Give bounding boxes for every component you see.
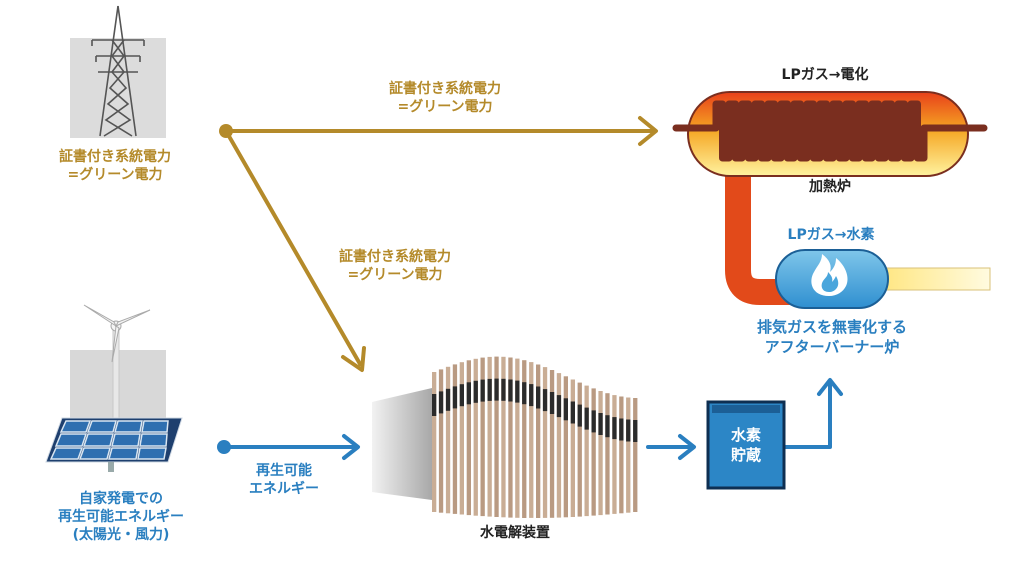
renewable-source-label-line3: (太陽光・風力)	[72, 527, 170, 544]
electrolyzer-fin-band	[605, 415, 610, 438]
arrow-top-label-line2: =グリーン電力	[397, 99, 493, 116]
arrow-top-label-line1: 証書付き系統電力	[389, 81, 501, 97]
electrolyzer-fin	[563, 376, 568, 518]
electrolyzer-fin-band	[584, 407, 589, 430]
electrolyzer-fin-band	[577, 404, 582, 427]
electrolyzer-label: 水電解装置	[480, 525, 550, 541]
electrolyzer-fin	[598, 391, 603, 516]
electrolyzer-fin-band	[452, 386, 458, 409]
burner-top-label: LPガス→水素	[787, 227, 875, 243]
electrolyzer-fin	[591, 388, 596, 516]
solar-panel-icon	[45, 417, 183, 472]
arrow-renewable-label-line1: 再生可能	[256, 463, 312, 479]
grid-power-arrows	[219, 116, 658, 372]
flame-icon	[811, 254, 848, 296]
electrolyzer-fin-band	[556, 395, 562, 418]
electrolyzer-fin-band	[522, 382, 527, 405]
electrolyzer-fin	[515, 358, 520, 518]
burner-label-line2: アフターバーナー炉	[764, 337, 900, 356]
electrolyzer-fin-band	[612, 417, 617, 440]
electrolyzer-fin	[612, 395, 617, 514]
electrolyzer-fin-band	[438, 391, 444, 414]
electrolyzer-fin	[577, 382, 582, 517]
electrolyzer-fin	[466, 360, 471, 516]
afterburner-icon	[775, 249, 889, 309]
storage-label: 水素 貯蔵	[708, 426, 784, 465]
electrolyzer-fin	[633, 398, 638, 512]
arrow-renewable-label-line2: エネルギー	[249, 481, 319, 498]
renewable-arrows	[217, 378, 843, 460]
electrolyzer-fin-band	[445, 388, 451, 411]
electrolyzer-fin-band	[466, 382, 471, 405]
arrow-diag-label-line1: 証書付き系統電力	[339, 249, 451, 265]
electrolyzer-fin-band	[487, 378, 492, 401]
electrolyzer-fin	[508, 357, 513, 518]
burner-label: 排気ガスを無害化する アフターバーナー炉	[722, 318, 942, 357]
electrolyzer-fin-band	[515, 380, 520, 403]
electrolyzer-fin	[432, 372, 437, 512]
electrolyzer-fin-band	[529, 384, 534, 407]
electrolyzer-fin-band	[626, 419, 631, 442]
electrolyzer-fin	[570, 379, 575, 517]
arrow-diag-label-line2: =グリーン電力	[347, 267, 443, 284]
electrolyzer-fin	[605, 393, 610, 515]
electrolyzer-fin-band	[508, 379, 513, 402]
electrolyzer-fin-band	[536, 386, 541, 409]
electrolyzer-fin-band	[432, 394, 437, 416]
hydrogen-storage-box	[706, 400, 786, 490]
electrolyzer-fin	[536, 364, 541, 518]
electrolyzer-fin	[542, 367, 548, 518]
electrolyzer-fin	[584, 385, 589, 517]
storage-label-line2: 貯蔵	[730, 445, 761, 464]
electrolyzer-fin	[438, 369, 444, 513]
electrolyzer-fin-band	[480, 379, 485, 402]
electrolyzer-fin	[480, 357, 485, 517]
electrolyzer-fin-band	[459, 384, 464, 407]
electrolyzer-fin-band	[494, 378, 499, 401]
electrolyzer-icon	[372, 356, 638, 518]
electrolyzer-fin	[452, 364, 458, 514]
transmission-tower-icon	[70, 5, 166, 138]
exhaust-pipe	[879, 267, 991, 291]
grid-power-label: 証書付き系統電力 =グリーン電力	[30, 148, 200, 184]
electrolyzer-fin	[459, 362, 464, 515]
electrolyzer-fin	[549, 370, 555, 518]
electrolyzer-fin-band	[563, 398, 568, 421]
heating-furnace-icon	[672, 91, 988, 177]
electrolyzer-fin-band	[501, 378, 506, 401]
electrolyzer-fin	[626, 397, 631, 513]
hot-pipe	[725, 168, 790, 305]
furnace-name-label: 加熱炉	[809, 179, 851, 195]
grid-power-label-line2: =グリーン電力	[67, 167, 163, 184]
renewable-source-label: 自家発電での 再生可能エネルギー (太陽光・風力)	[26, 490, 216, 545]
arrow-diag-label: 証書付き系統電力 =グリーン電力	[310, 248, 480, 284]
electrolyzer-fin-band	[633, 420, 638, 442]
electrolyzer-fin	[473, 358, 478, 516]
electrolyzer-fin-band	[591, 410, 596, 433]
electrolyzer-fin-band	[598, 413, 603, 435]
electrolyzer-fin	[529, 362, 534, 518]
electrolyzer-fin	[619, 396, 624, 514]
electrolyzer-fin-band	[570, 401, 575, 424]
electrolyzer-fin	[556, 373, 562, 518]
storage-label-line1: 水素	[730, 426, 761, 444]
grid-power-label-line1: 証書付き系統電力	[59, 149, 171, 165]
renewable-source-label-line1: 自家発電での	[79, 491, 163, 507]
electrolyzer-fin	[494, 356, 499, 517]
electrolyzer-fin	[487, 356, 492, 517]
electrolyzer-fin	[522, 360, 527, 518]
burner-label-line1: 排気ガスを無害化する	[756, 318, 907, 336]
arrow-top-label: 証書付き系統電力 =グリーン電力	[360, 80, 530, 116]
electrolyzer-fin-band	[619, 418, 624, 441]
furnace-top-label: LPガス→電化	[781, 67, 869, 83]
electrolyzer-fin	[445, 366, 451, 514]
arrow-renewable-label: 再生可能 エネルギー	[234, 462, 334, 498]
electrolyzer-fin-band	[542, 389, 548, 412]
electrolyzer-fin-band	[473, 380, 478, 403]
renewable-source-label-line2: 再生可能エネルギー	[58, 509, 184, 526]
electrolyzer-fin	[501, 356, 506, 518]
electrolyzer-fin-band	[549, 392, 555, 414]
